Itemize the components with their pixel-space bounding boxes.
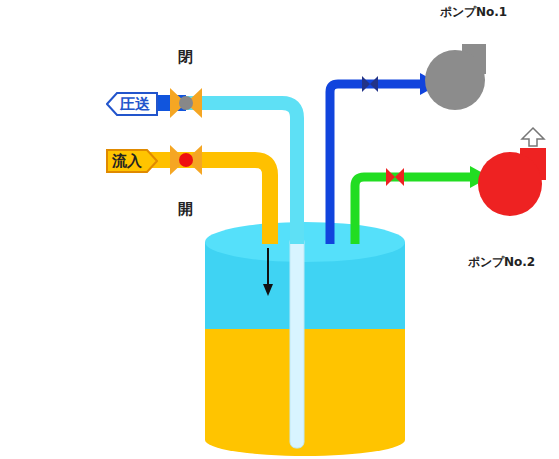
pipe [355,177,472,244]
valve [395,168,404,186]
valve-indicator [179,153,193,167]
liquid [205,328,405,440]
valve [370,76,378,92]
dip-pipe [290,236,304,448]
pipe [186,103,297,244]
pump-label: ポンプNo.2 [468,254,535,271]
tag-text: 圧送 [106,92,158,116]
discharge-arrow [522,128,544,146]
valve-indicator [179,96,193,110]
pump-1 [425,50,485,110]
tag-node: 流入 [106,149,158,173]
pump-label: ポンプNo.1 [440,4,507,21]
valve [386,168,395,186]
pipe [330,84,422,244]
tag-outline [107,93,157,115]
tank-top [205,222,405,262]
tag-text: 流入 [106,149,158,173]
flow-arrow [267,248,269,286]
flow-arrow [263,284,273,296]
valve-state: 閉 [178,48,193,67]
valve-state: 開 [178,200,193,219]
tag-outline [107,150,157,172]
valve [362,76,370,92]
pump-2 [478,152,542,216]
tag-node: 圧送 [106,92,158,116]
pipe [150,160,270,244]
